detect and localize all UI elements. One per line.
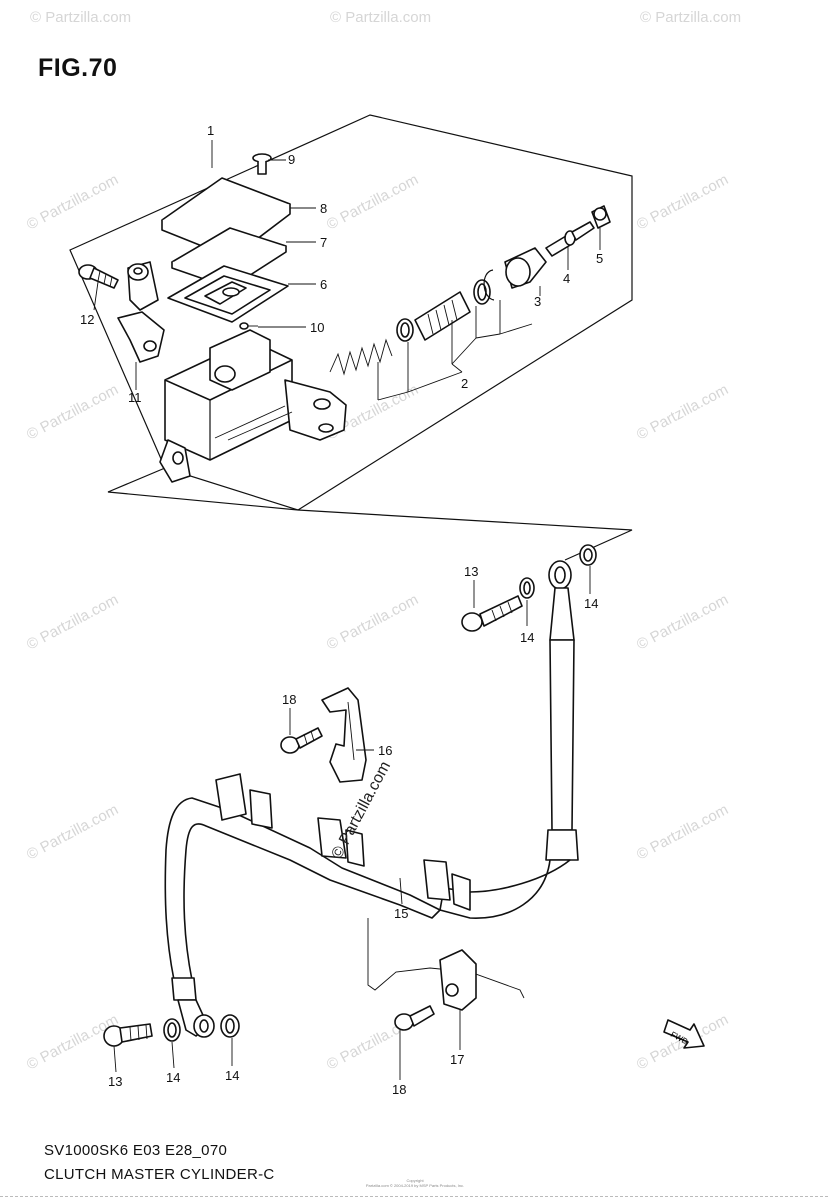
callout-5: 5 (596, 251, 603, 266)
callout-18-lower: 18 (392, 1082, 406, 1097)
callout-6: 6 (320, 277, 327, 292)
copyright-line-1: Copyright (406, 1178, 424, 1183)
watermark: © Partzilla.com (634, 591, 731, 653)
watermark: © Partzilla.com (24, 171, 121, 233)
bottom-dashed-rule (0, 1196, 828, 1197)
callout-14-lower-left: 14 (166, 1070, 180, 1085)
washer-lower-right (220, 1014, 240, 1038)
callout-10: 10 (310, 320, 324, 335)
hose-clamp-upper (321, 687, 367, 783)
watermark: © Partzilla.com (640, 9, 741, 26)
callout-17: 17 (450, 1052, 464, 1067)
washer-lower-left (163, 1018, 181, 1042)
cap-screw (252, 153, 272, 175)
pushrod (545, 221, 595, 257)
callout-8: 8 (320, 201, 327, 216)
holder-bolt (78, 264, 119, 289)
callout-15: 15 (394, 906, 408, 921)
washer-upper-left (519, 577, 535, 599)
callout-18-upper: 18 (282, 692, 296, 707)
callout-11: 11 (128, 390, 142, 405)
model-code: SV1000SK6 E03 E28_070 (44, 1142, 228, 1159)
forward-arrow-icon: FWD (663, 1019, 705, 1049)
callout-13-lower: 13 (108, 1074, 122, 1089)
watermark-layer: © Partzilla.com © Partzilla.com © Partzi… (24, 9, 741, 1074)
callout-14-upper-right: 14 (584, 596, 598, 611)
watermark: © Partzilla.com (634, 171, 731, 233)
callout-2: 2 (461, 376, 468, 391)
leader-lines (93, 140, 601, 1080)
reservoir-cap-parts (161, 177, 291, 323)
callout-9: 9 (288, 152, 295, 167)
callout-13-upper: 13 (464, 564, 478, 579)
callout-12: 12 (80, 312, 94, 327)
union-bolt-lower (103, 1023, 153, 1047)
callout-7: 7 (320, 235, 327, 250)
callout-4: 4 (563, 271, 570, 286)
pushrod-end (591, 205, 611, 229)
guide-bolt-lower (394, 1005, 435, 1031)
watermark: © Partzilla.com (330, 9, 431, 26)
copyright-line-2: Partzilla.com © 2004-2019 by MSP Parts P… (365, 1183, 465, 1188)
watermark: © Partzilla.com (324, 591, 421, 653)
callout-14-upper-left: 14 (520, 630, 534, 645)
watermark: © Partzilla.com (634, 801, 731, 863)
watermark: © Partzilla.com (24, 801, 121, 863)
callout-16: 16 (378, 743, 392, 758)
clutch-hose (164, 560, 579, 1038)
watermark: © Partzilla.com (24, 381, 121, 443)
master-cylinder-body (159, 329, 347, 483)
watermark: © Partzilla.com (24, 591, 121, 653)
callout-labels: 1 9 8 7 6 12 10 11 5 4 3 2 13 14 14 18 1… (80, 123, 603, 1097)
union-bolt-upper (461, 595, 523, 632)
boot-and-circlip (483, 247, 547, 301)
clamp-holder (117, 261, 165, 363)
watermark: © Partzilla.com (30, 9, 131, 26)
clamp-bolt-upper (280, 727, 323, 754)
part-name: CLUTCH MASTER CYLINDER-C (44, 1166, 275, 1183)
piston-kit (329, 279, 491, 376)
watermark: © Partzilla.com (324, 171, 421, 233)
callout-14-lower-right: 14 (225, 1068, 239, 1083)
figure-title: FIG.70 (38, 54, 118, 82)
watermark: © Partzilla.com (634, 381, 731, 443)
callout-1: 1 (207, 123, 214, 138)
callout-3: 3 (534, 294, 541, 309)
copyright-notice: Copyright Partzilla.com © 2004-2019 by M… (330, 1178, 500, 1188)
washer-upper-right (579, 544, 597, 566)
hose-guide (367, 918, 525, 1011)
small-screw (239, 322, 258, 330)
